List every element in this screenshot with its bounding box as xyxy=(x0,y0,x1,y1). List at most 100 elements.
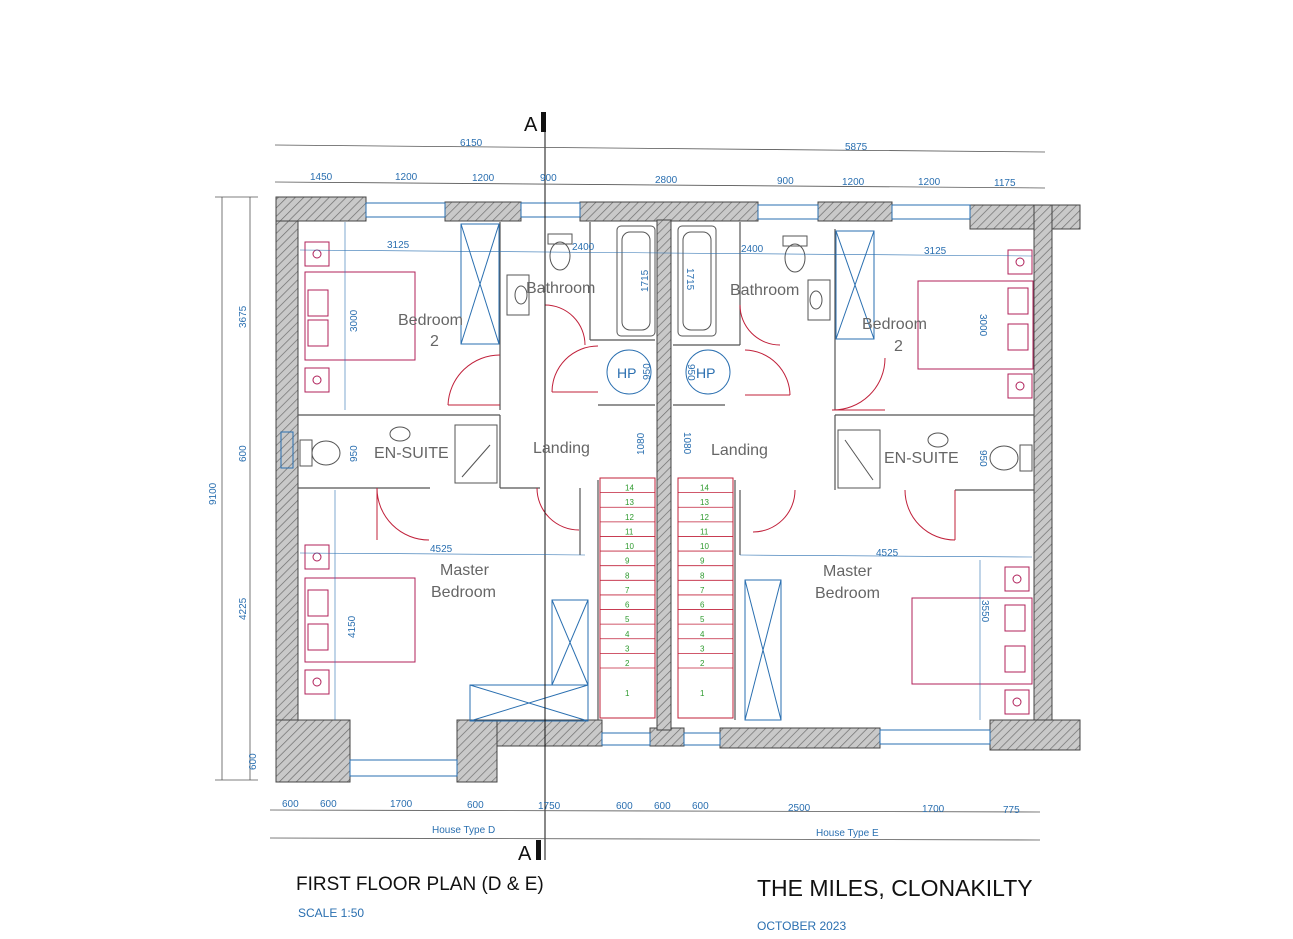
dim-left-1: 3675 xyxy=(238,305,249,328)
dim-bath-right-width: 2400 xyxy=(741,244,764,255)
stair-step-number: 4 xyxy=(700,630,705,639)
dim-landing-left: 1080 xyxy=(636,432,647,455)
stair-step-number: 5 xyxy=(700,615,705,624)
stair-step-number: 9 xyxy=(625,557,630,566)
room-hp-left: HP xyxy=(617,365,636,381)
dim-top-7: 1200 xyxy=(842,177,865,188)
dim-top-overall-right: 5875 xyxy=(845,142,868,153)
dim-landing-right: 1080 xyxy=(681,432,692,455)
stair-step-number: 5 xyxy=(625,615,630,624)
section-marker-bottom: A xyxy=(518,843,532,865)
dim-bath-left-width: 2400 xyxy=(572,242,595,253)
stair-step-number: 12 xyxy=(700,513,709,522)
dim-bottom-11: 775 xyxy=(1003,805,1020,816)
drawing-date: OCTOBER 2023 xyxy=(757,919,847,933)
dim-top-9: 1175 xyxy=(994,178,1016,189)
house-type-right-label: House Type E xyxy=(816,828,879,839)
hp-tanks xyxy=(606,349,731,395)
plan-scale: SCALE 1:50 xyxy=(298,906,365,920)
internal-walls xyxy=(298,222,1034,720)
stair-step-number: 9 xyxy=(700,557,705,566)
dim-bottom-6: 600 xyxy=(616,801,633,812)
beds xyxy=(304,271,1034,685)
stair-step-number: 10 xyxy=(700,542,709,551)
stair-step-number: 1 xyxy=(700,689,705,698)
dim-top-1: 1450 xyxy=(310,172,333,183)
dim-bed2-right-height: 3000 xyxy=(977,314,988,337)
stair-step-number: 14 xyxy=(700,484,709,493)
room-landing-right: Landing xyxy=(711,442,768,459)
dim-left-total: 9100 xyxy=(208,482,219,505)
room-dimension-lines xyxy=(299,222,1033,720)
dim-bottom-4: 600 xyxy=(467,800,484,811)
stair-step-number: 7 xyxy=(625,586,630,595)
dim-master-right-height: 3550 xyxy=(979,600,990,623)
dim-top-3: 1200 xyxy=(472,173,495,184)
dim-master-right-width: 4525 xyxy=(876,548,899,559)
dim-hp-right: 950 xyxy=(685,364,696,381)
stair-step-number: 4 xyxy=(625,630,630,639)
dim-ensuite-left-height: 950 xyxy=(349,445,360,462)
stair-step-number: 8 xyxy=(625,571,630,580)
dim-bottom-1: 600 xyxy=(282,799,299,810)
dim-bottom-2: 600 xyxy=(320,799,337,810)
dim-bottom-8: 600 xyxy=(692,801,709,812)
dim-bottom-7: 600 xyxy=(654,801,671,812)
stair-step-number: 3 xyxy=(700,644,705,653)
stair-step-number: 8 xyxy=(700,571,705,580)
stair-step-number: 13 xyxy=(700,498,709,507)
wardrobes xyxy=(460,223,875,722)
stair-step-number: 2 xyxy=(625,659,630,668)
dim-top-6: 900 xyxy=(777,176,794,187)
dim-bath-right-height: 1715 xyxy=(684,268,695,291)
door-swings xyxy=(376,304,956,541)
dim-bottom-5: 1750 xyxy=(538,801,561,812)
plan-title: FIRST FLOOR PLAN (D & E) xyxy=(296,874,544,895)
stair-step-number: 13 xyxy=(625,498,634,507)
stair-step-number: 3 xyxy=(625,644,630,653)
dim-bath-left-height: 1715 xyxy=(640,269,651,292)
section-marker-bottom-bar xyxy=(536,840,541,860)
room-hp-right: HP xyxy=(696,365,715,381)
bedside-units xyxy=(304,241,1033,715)
stair-step-number: 12 xyxy=(625,513,634,522)
bathroom-fixtures xyxy=(299,225,1033,489)
dim-master-left-height: 4150 xyxy=(347,615,358,638)
dim-hp-left: 950 xyxy=(642,363,653,380)
dim-top-4: 900 xyxy=(540,173,557,184)
section-marker-top-bar xyxy=(541,112,546,132)
room-master-right-line1: Master xyxy=(823,563,873,580)
stair-step-number: 14 xyxy=(625,484,634,493)
project-title: THE MILES, CLONAKILTY xyxy=(757,875,1033,901)
room-bedroom2-left-number: 2 xyxy=(430,333,439,350)
stair-step-number: 1 xyxy=(625,689,630,698)
room-bathroom-left: Bathroom xyxy=(526,280,595,297)
dim-left-3: 4225 xyxy=(238,597,249,620)
stair-step-number: 6 xyxy=(700,601,705,610)
dim-bottom-9: 2500 xyxy=(788,803,811,814)
dimension-lines xyxy=(215,144,1046,841)
room-bathroom-right: Bathroom xyxy=(730,282,799,299)
room-bedroom2-right-number: 2 xyxy=(894,338,903,355)
stairs xyxy=(599,477,734,719)
dim-top-overall-left: 6150 xyxy=(460,138,483,149)
house-type-left-label: House Type D xyxy=(432,825,495,836)
dim-left-4: 600 xyxy=(248,753,259,770)
room-ensuite-right: EN-SUITE xyxy=(884,450,959,467)
dim-top-5: 2800 xyxy=(655,175,678,186)
stair-treads xyxy=(600,492,733,669)
room-bedroom2-right: Bedroom xyxy=(862,316,927,333)
stair-step-number: 11 xyxy=(625,527,634,536)
room-ensuite-left: EN-SUITE xyxy=(374,445,449,462)
room-landing-left: Landing xyxy=(533,440,590,457)
dim-master-left-width: 4525 xyxy=(430,544,453,555)
dim-bed2-right-width: 3125 xyxy=(924,246,947,257)
windows xyxy=(280,202,991,777)
room-master-left-line1: Master xyxy=(440,562,490,579)
dim-top-2: 1200 xyxy=(395,172,418,183)
dim-bed2-left-height: 3000 xyxy=(349,309,360,332)
dim-ensuite-right-height: 950 xyxy=(977,450,988,467)
dim-bottom-3: 1700 xyxy=(390,799,413,810)
